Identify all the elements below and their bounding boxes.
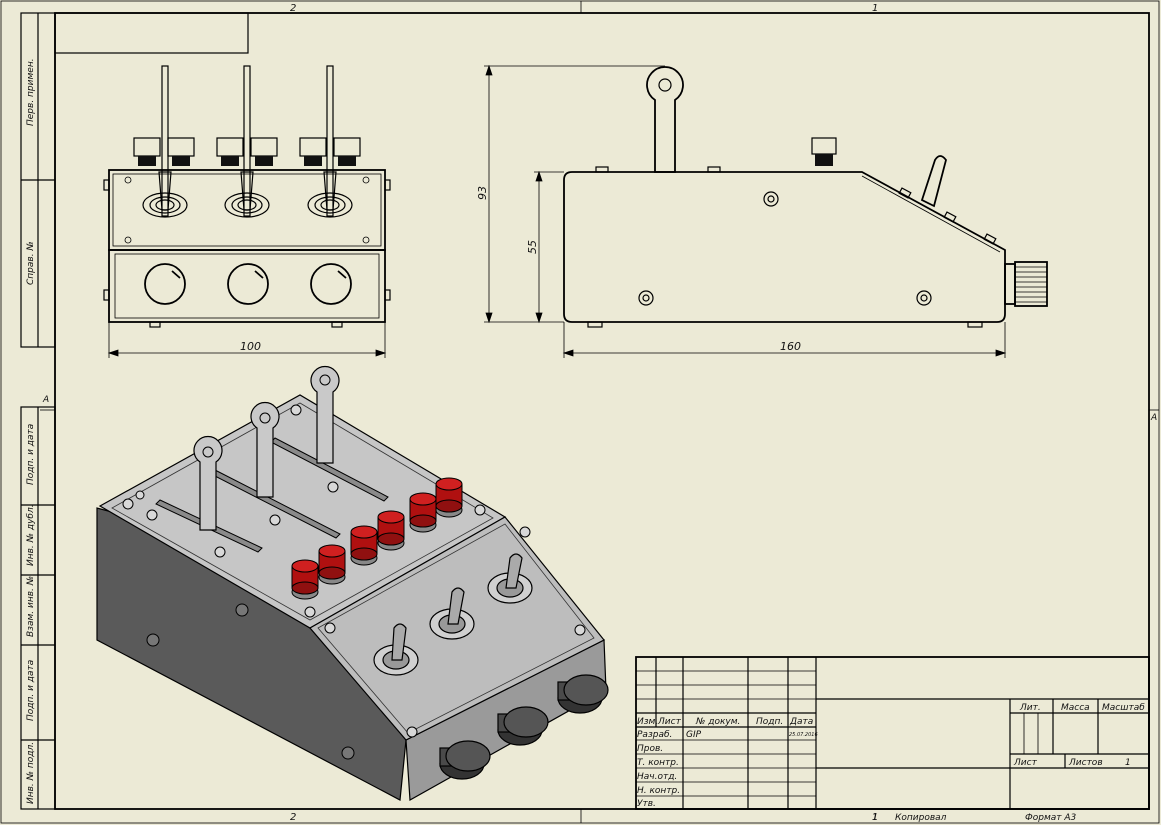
side-label-podp-data-1: Подп. и дата	[26, 424, 36, 485]
title-block	[635, 656, 1150, 810]
zone-label-top-left: 2	[290, 3, 296, 14]
tb-massa: Масса	[1061, 703, 1090, 713]
tb-col-izm: Изм.	[637, 717, 658, 727]
footer-format: Формат А3	[1025, 813, 1077, 823]
side-label-sprav-no: Справ. №	[26, 241, 36, 285]
zone-label-bottom-right: 1	[872, 812, 878, 823]
side-label-vzam-inv: Взам. инв. №	[26, 576, 36, 637]
zone-label-bottom-left: 2	[290, 812, 296, 823]
side-label-inv-dubl: Инв. № дубл.	[26, 504, 36, 566]
zone-label-top-right: 1	[872, 3, 878, 14]
tb-razrab-date: 25.07.2016	[789, 732, 818, 738]
tb-row-nkontr: Н. контр.	[637, 786, 680, 796]
zone-label-right: A	[1150, 413, 1157, 423]
tb-lit: Лит.	[1019, 703, 1041, 713]
side-label-perv-primen: Перв. примен.	[26, 58, 36, 126]
side-total-height-dimension: 93	[476, 186, 489, 200]
tb-col-doc: № докум.	[695, 717, 740, 727]
tb-list: Лист	[1013, 758, 1038, 768]
side-strip	[20, 12, 56, 810]
side-view	[484, 64, 1048, 358]
tb-row-tkontr: Т. контр.	[637, 758, 679, 768]
front-view	[103, 65, 391, 358]
tb-col-data: Дата	[789, 717, 813, 727]
isometric-view	[96, 365, 609, 801]
footer-copied: Копировал	[895, 813, 947, 823]
tb-row-utv: Утв.	[637, 799, 656, 809]
tb-col-podp: Подп.	[756, 717, 783, 727]
tb-row-razrab: Разраб.	[637, 730, 672, 740]
tb-listov-value: 1	[1125, 758, 1131, 768]
side-label-inv-podl: Инв. № подл.	[26, 742, 36, 804]
zone-label-left: A	[42, 395, 49, 405]
tb-row-nachotd: Нач.отд.	[637, 772, 677, 782]
front-width-dimension: 100	[240, 340, 261, 353]
tb-masshtab: Масштаб	[1102, 703, 1145, 713]
tb-razrab-name: GIP	[686, 730, 702, 740]
side-length-dimension: 160	[780, 340, 801, 353]
side-label-podp-data-2: Подп. и дата	[26, 660, 36, 721]
tb-row-prov: Пров.	[637, 744, 663, 754]
tb-listov: Листов	[1068, 758, 1103, 768]
footer-sheet-no: 1	[872, 813, 878, 823]
tb-col-list: Лист	[657, 717, 682, 727]
side-body-height-dimension: 55	[526, 240, 539, 254]
